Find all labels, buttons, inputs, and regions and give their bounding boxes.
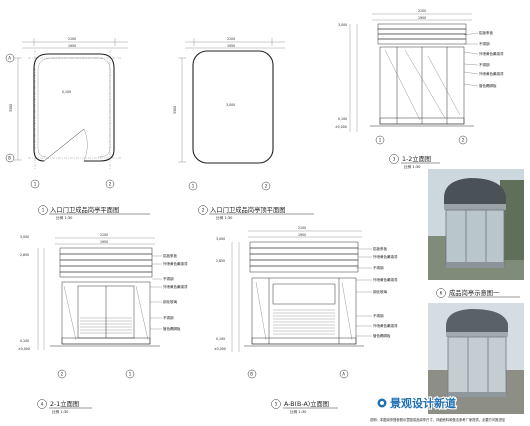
view-1-title: 入口门卫成品岗亭平面图: [50, 205, 119, 214]
elev5-label-paint: 外喷黄色氟碳漆: [373, 277, 398, 282]
view-3-scale: 比例 1:30: [404, 164, 421, 169]
elev3-label-frame: 外喷黄色氟碳漆: [479, 51, 504, 56]
view-1-plan: 2100 1950 3300 0,100 A B 1 2 1 入口门卫成品岗亭平…: [5, 37, 150, 220]
elev3-level-zero: ±0,000: [335, 125, 347, 129]
view-2-number: 2: [202, 208, 205, 213]
view-5-title: A-B(B-A)立面图: [284, 399, 329, 408]
elev5-dim-inner: 1950: [298, 233, 306, 237]
axis-1-elev4: 1: [129, 372, 132, 377]
elev4-roof-bands: [59, 247, 153, 278]
elev5-roof-bands: [249, 241, 359, 273]
elev5-label-door: 不锈钢: [373, 313, 384, 318]
elev4-label-base: 管色踢脚板: [163, 326, 181, 331]
roof-dim-depth: 3300: [173, 106, 177, 114]
elev3-label-door: 不锈钢: [479, 62, 490, 67]
elev5-level-top: 3,000: [216, 237, 225, 241]
axis-1-roof: 1: [192, 184, 195, 189]
booth-photo-2: [428, 303, 524, 414]
elev5-level-zero: ±0,000: [214, 347, 226, 351]
view-5-number: 5: [275, 402, 278, 407]
axis-a-plan: A: [8, 56, 11, 61]
axis-2-elev3: 2: [462, 138, 465, 143]
elev4-louvers: [80, 317, 132, 334]
axis-2-elev4: 2: [61, 372, 64, 377]
view-1-scale: 比例 1:30: [56, 215, 73, 220]
roof-dim-inner: 1950: [227, 44, 235, 48]
view-4-title: 2-1立面图: [50, 399, 79, 408]
elev4-label-glass: 钢化玻璃: [163, 299, 177, 304]
view-2-title: 入口门卫成品岗亭顶平面图: [210, 205, 286, 214]
roof-dim-width: 2100: [227, 37, 235, 41]
view-5-elevation: 2100 1950 铝板条板: [214, 226, 398, 414]
axis-2-roof: 2: [265, 184, 268, 189]
elev3-level-mid: 0,100: [338, 117, 347, 121]
elev3-label-base: 管色踢脚板: [479, 83, 497, 88]
view-1-number: 1: [42, 208, 45, 213]
elev3-dim-inner: 1950: [418, 16, 426, 20]
axis-b-elev5: B: [250, 372, 253, 377]
elev4-dim-width: 2100: [100, 233, 108, 237]
elev3-roof-bands: [377, 23, 467, 45]
roof-level: 3,000: [226, 103, 235, 107]
view-6-number: 6: [440, 291, 443, 296]
elev4-dim-inner: 1950: [100, 240, 108, 244]
elev4-level-mid: 0,100: [20, 339, 29, 343]
elev5-label-door-paint: 外喷黄色氟碳漆: [373, 323, 398, 328]
elev4-label-door: 不锈钢: [163, 315, 174, 320]
elev5-label-frame: 外喷黄色氟碳漆: [373, 254, 398, 259]
view-4-elevation: 2100 1950 铝板条板 外喷黄色氟碳漆: [18, 233, 188, 414]
view-2-roof-plan: 2100 1950 3300 3,000 1 2 2 入口门卫成品岗亭顶平面图 …: [173, 37, 314, 220]
view-6-title: 成品岗亭示意图一: [449, 288, 500, 297]
elev4-level-eave: 2,850: [20, 253, 29, 257]
axis-b-plan: B: [8, 156, 11, 161]
view-3-title: 1-2立面图: [402, 154, 431, 163]
elev5-label-roof: 铝板条板: [373, 246, 387, 251]
view-5-scale: 比例 1:30: [290, 409, 307, 414]
elev3-label-roof: 铝板条板: [479, 30, 493, 35]
view-2-scale: 比例 1:30: [216, 215, 233, 220]
elev3-dim-width: 2100: [418, 9, 426, 13]
drawing-note: 说明：本图岗亭搭参照示意图成品岗亭尺寸，详细资料和做法参考厂家提供，必要方可推进…: [370, 417, 506, 422]
view-3-number: 3: [393, 157, 396, 162]
dim-inner-width: 1950: [68, 44, 76, 48]
view-3-elevation: 2100 1950 铝板条板 不锈钢 外喷黄色氟碳漆 不锈钢 外喷黄色氟碳漆 管…: [335, 9, 504, 169]
axis-2-plan: 2: [109, 182, 112, 187]
elev3-label-paint: 外喷黄色氟碳漆: [479, 71, 504, 76]
elev5-louvers: [273, 309, 335, 335]
watermark-text: 景观设计新道: [389, 396, 456, 410]
booth-photo-1: [428, 169, 524, 280]
watermark: 景观设计新道 景观设计新道: [376, 395, 457, 411]
dim-width: 2100: [68, 37, 76, 41]
elev4-level-top: 3,000: [20, 235, 29, 239]
view-4-scale: 比例 1:30: [52, 409, 69, 414]
elev5-level-mid: 0,100: [216, 337, 225, 341]
elev3-label-eave: 不锈钢: [479, 41, 490, 46]
dim-depth: 3300: [9, 104, 13, 112]
axis-a-elev5: A: [342, 372, 345, 377]
plan-level: 0,100: [62, 90, 71, 94]
elev5-level-eave: 2,850: [216, 259, 225, 263]
elev5-dim-width: 2100: [298, 226, 306, 230]
axis-1-plan: 1: [34, 182, 37, 187]
elev4-label-frame: 外喷黄色氟碳漆: [163, 261, 188, 266]
elev5-label-glass: 钢化玻璃: [373, 289, 387, 294]
elev5-label-eave: 不锈钢: [373, 265, 384, 270]
elev4-label-eave: 不锈钢: [163, 276, 174, 281]
axis-1-elev3: 1: [379, 138, 382, 143]
elev4-label-paint: 外喷黄色氟碳漆: [163, 284, 188, 289]
elev4-level-zero: ±0,000: [18, 347, 30, 351]
view-4-number: 4: [41, 402, 44, 407]
watermark-text-outline: 景观设计新道: [389, 396, 456, 410]
elev3-level-top: 3,000: [338, 23, 347, 27]
elev5-label-base: 管色踢脚板: [373, 333, 391, 338]
elev4-label-roof: 铝板条板: [163, 253, 177, 258]
